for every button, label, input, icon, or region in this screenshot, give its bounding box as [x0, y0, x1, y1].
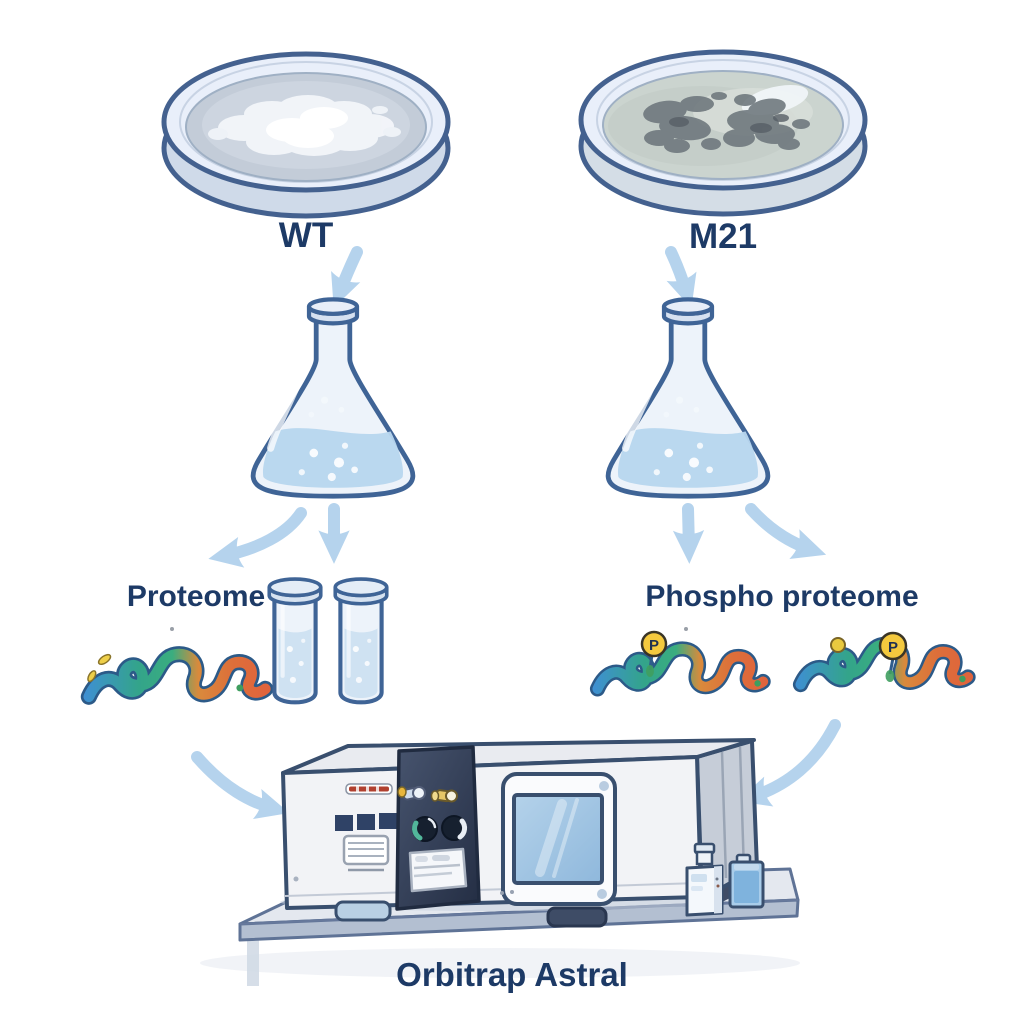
front-buttons [335, 813, 397, 831]
button-2 [357, 814, 375, 830]
m21-label: M21 [689, 217, 757, 256]
culture-flask-wt [253, 299, 413, 496]
dial-2 [441, 815, 468, 841]
residue-dot [754, 680, 761, 687]
culture-flask-m21 [608, 299, 768, 496]
peptide-icon [86, 653, 265, 697]
petri-dish-m21 [578, 49, 868, 217]
screen-glass [512, 793, 604, 885]
phosphate-letter: P [888, 639, 898, 656]
modification-mark [97, 653, 112, 666]
panel-plate [408, 847, 468, 893]
phosphate-letter: P [649, 637, 659, 654]
knob-2 [430, 789, 458, 803]
label-sticker [345, 783, 393, 795]
mass-spectrometer [281, 738, 759, 928]
solvent-bottle-blue [728, 853, 765, 909]
arrow-flask-to-phospho-down [672, 503, 705, 564]
machine-foot-right [546, 906, 608, 928]
dark-colonies [608, 84, 813, 166]
bench-leg [247, 939, 259, 986]
phospho-group-1: P [640, 630, 668, 677]
phospho-peptide-icon-2 [801, 644, 968, 684]
modification-mark [87, 670, 97, 683]
arrow-m21-to-flask [665, 246, 697, 309]
button-3 [379, 813, 397, 829]
small-phospho-dot [830, 637, 846, 653]
bezel-screw [597, 889, 607, 899]
residue-dot [236, 684, 244, 692]
proteome-label: Proteome [127, 580, 265, 613]
test-tube-2 [335, 579, 387, 702]
petri-dish-wt [161, 51, 451, 219]
test-tube-1 [269, 579, 321, 702]
arrow-wt-to-flask [331, 246, 363, 308]
residue-dot [959, 675, 966, 683]
arrow-flask-to-proteome-left [208, 507, 307, 568]
wt-label: WT [279, 216, 333, 255]
phospho-group-2: P [830, 631, 908, 682]
phospho-anchor [646, 665, 654, 677]
phosphate-badge [640, 630, 668, 658]
button-1 [335, 815, 353, 831]
bezel-screw [599, 781, 609, 791]
speck [170, 627, 174, 631]
phosphate-badge [878, 631, 908, 661]
phospho-anchor [885, 670, 895, 682]
dial-1 [412, 816, 438, 842]
bench-shadow [200, 948, 800, 978]
machine-foot-left [334, 900, 392, 922]
display-screen [500, 772, 617, 906]
white-colonies [202, 81, 410, 169]
solvent-bottle-white [685, 842, 724, 917]
knob-1 [397, 786, 426, 801]
arrow-proteome-to-instrument [191, 751, 290, 820]
speck [684, 627, 688, 631]
arrow-phospho-to-instrument [736, 719, 841, 807]
drawer-slot [342, 834, 390, 872]
instrument-label: Orbitrap Astral [396, 956, 628, 993]
phospho-proteome-label: Phospho proteome [645, 580, 918, 613]
arrow-flask-to-phospho-right [745, 503, 827, 559]
control-panel [395, 745, 481, 911]
phospho-peptide-icon-1 [598, 649, 764, 689]
